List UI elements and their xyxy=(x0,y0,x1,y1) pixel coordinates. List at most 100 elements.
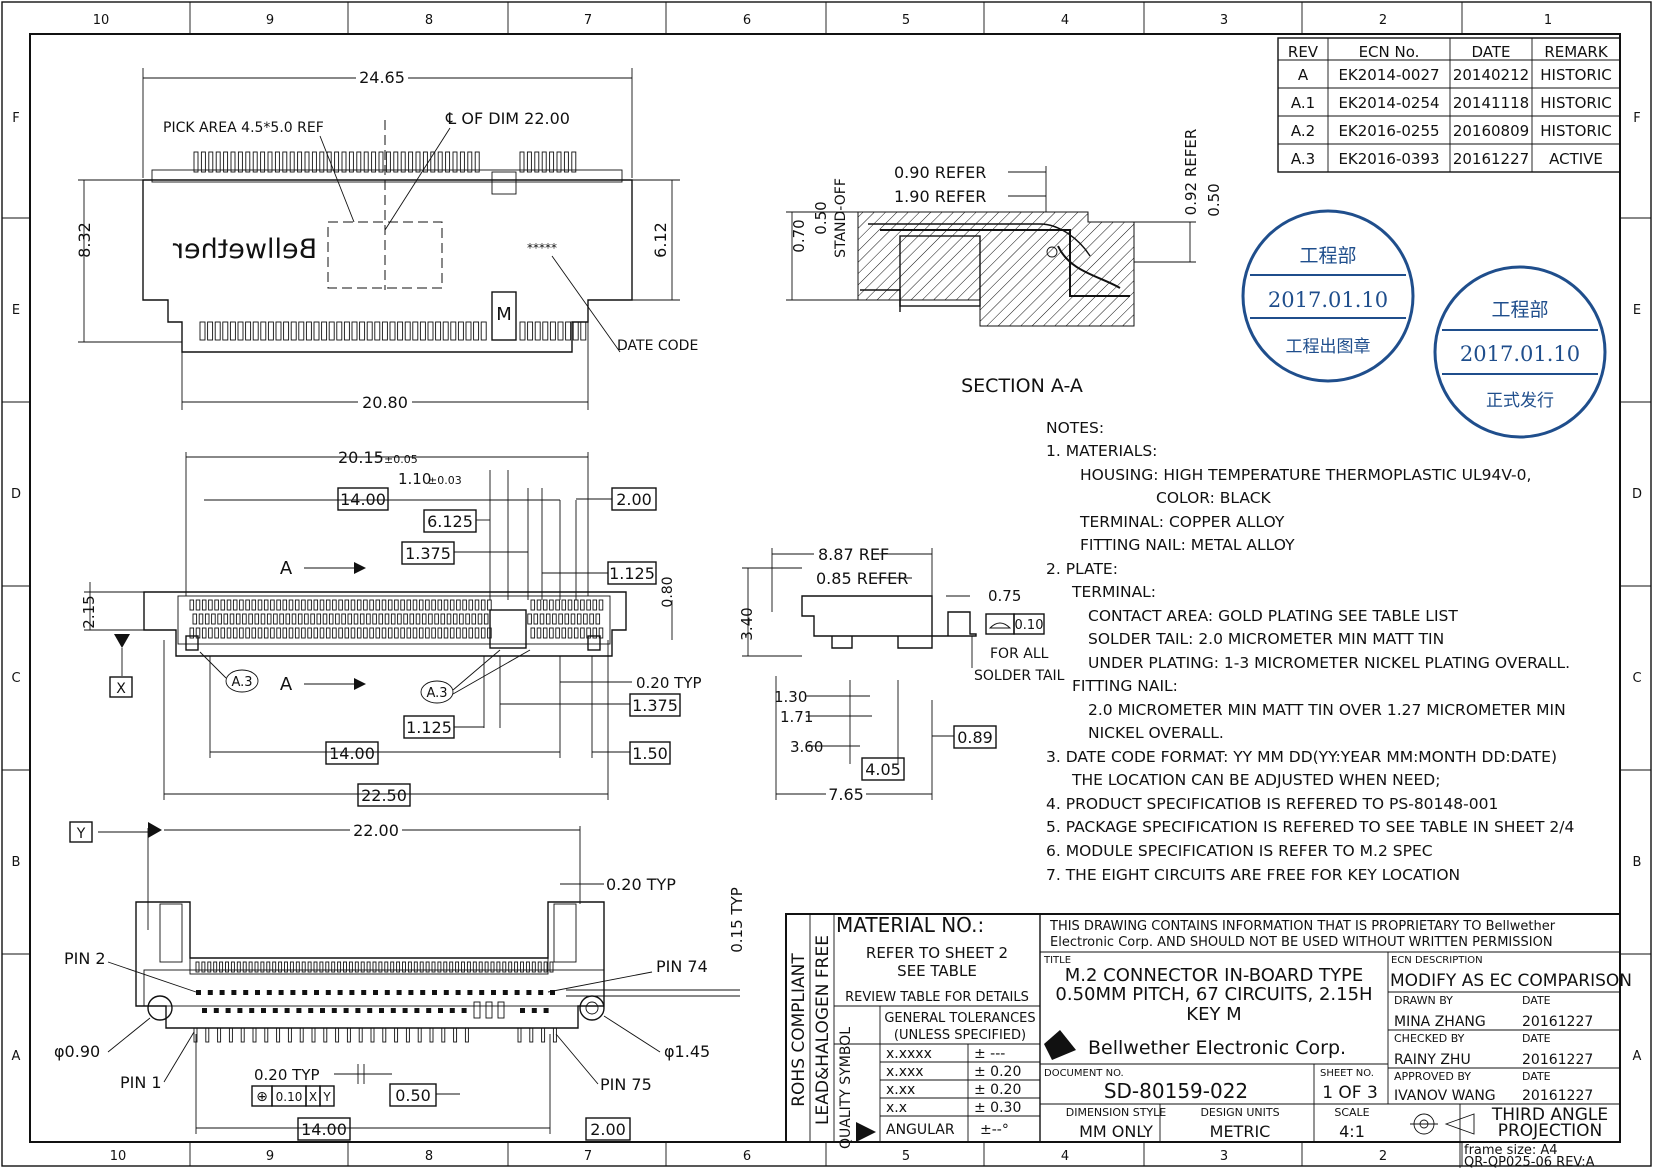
contact-pin xyxy=(378,961,383,973)
contact-pin xyxy=(230,151,236,173)
contact-pin xyxy=(366,321,373,341)
scale-caption: SCALE xyxy=(1334,1106,1369,1119)
contact-pin xyxy=(396,961,401,973)
contact-pin xyxy=(387,627,393,639)
col-label: 2 xyxy=(1379,1149,1387,1164)
notes: NOTES: 1. MATERIALS: HOUSING: HIGH TEMPE… xyxy=(1046,419,1574,884)
contact-pin xyxy=(539,613,545,625)
dim-0-50-b: 0.50 xyxy=(395,1086,431,1105)
pad-dot xyxy=(538,990,544,995)
pad-dot xyxy=(302,990,308,995)
contact-pin xyxy=(474,627,480,639)
col-label: 6 xyxy=(743,13,751,28)
pad-dot xyxy=(337,990,343,995)
dim-6-12: 6.12 xyxy=(651,222,670,258)
contact-pin xyxy=(555,627,560,639)
contact-pin xyxy=(586,599,591,611)
contact-pin xyxy=(465,321,472,341)
contact-pin xyxy=(549,627,554,639)
col-label: 7 xyxy=(584,1149,592,1164)
contact-pin xyxy=(514,961,519,973)
contact-pin xyxy=(542,321,549,341)
contact-pin xyxy=(251,599,257,611)
pad-dot xyxy=(284,1008,290,1013)
pin-2-label: PIN 2 xyxy=(64,949,106,968)
contact-pin xyxy=(260,321,267,341)
contact-pin xyxy=(288,627,294,639)
rev-cell: EK2014-0254 xyxy=(1338,94,1439,112)
dim-1-375b: 1.375 xyxy=(632,696,678,715)
contact-pin xyxy=(409,613,415,625)
dia-1-45: φ1.45 xyxy=(664,1042,710,1061)
contact-pin xyxy=(567,599,573,611)
pad-dot xyxy=(225,1008,231,1013)
contact-pin xyxy=(437,599,443,611)
tol-key: x.xx xyxy=(886,1082,915,1098)
approved-by-caption: APPROVED BY xyxy=(1394,1070,1471,1083)
contact-pin xyxy=(254,613,260,625)
dim-1-30: 1.30 xyxy=(774,688,807,706)
contact-pin xyxy=(461,961,465,973)
contact-pin xyxy=(326,151,332,173)
contact-pin xyxy=(215,151,221,173)
document-no-caption: DOCUMENT NO. xyxy=(1044,1068,1124,1079)
contact-pin xyxy=(266,961,271,973)
contact-pin xyxy=(322,613,328,625)
dim-1-71: 1.71 xyxy=(780,708,813,726)
contact-pin xyxy=(353,613,359,625)
contact-pin xyxy=(344,599,350,611)
stamp-date: 2017.01.10 xyxy=(1460,342,1580,366)
contact-pin xyxy=(235,613,241,625)
pad-dot xyxy=(231,990,237,995)
contact-pin xyxy=(598,599,604,611)
ecn-caption: ECN DESCRIPTION xyxy=(1391,955,1483,966)
section-label-a-top: A xyxy=(280,558,293,579)
contact-pin xyxy=(452,613,458,625)
col-label: 10 xyxy=(110,1149,127,1164)
col-label: 3 xyxy=(1220,1149,1228,1164)
contact-pin xyxy=(252,151,258,173)
pad-dot xyxy=(514,990,520,995)
rev-cell: A.3 xyxy=(1291,150,1315,168)
solder-tail-label: SOLDER TAIL xyxy=(974,668,1065,684)
col-label: 5 xyxy=(902,13,910,28)
contact-pin xyxy=(230,961,235,973)
contact-pin xyxy=(526,151,532,173)
row-label: B xyxy=(12,855,21,870)
pad-dot xyxy=(408,990,414,995)
contact-pin xyxy=(543,961,548,973)
contact-pin xyxy=(561,599,567,611)
contact-pin xyxy=(425,961,430,973)
contact-pin xyxy=(371,151,377,173)
col-label: 9 xyxy=(266,1149,274,1164)
pad-dot xyxy=(255,990,260,995)
dim-1-375a: 1.375 xyxy=(405,544,451,563)
contact-pin xyxy=(217,613,222,625)
contact-pin xyxy=(421,613,427,625)
stamp-dept: 工程部 xyxy=(1491,299,1548,321)
tol-value: ± 0.20 xyxy=(974,1082,1021,1098)
contact-pin xyxy=(193,151,199,173)
note-line: 5. PACKAGE SPECIFICATION IS REFERED TO S… xyxy=(1046,818,1574,836)
note-line: TERMINAL: COPPER ALLOY xyxy=(1079,513,1285,531)
contact-pin xyxy=(508,961,513,973)
contact-pin xyxy=(402,961,406,973)
contact-pin xyxy=(263,627,269,639)
note-line: TERMINAL: xyxy=(1071,583,1156,601)
contact-pin xyxy=(260,961,265,973)
solder-tail xyxy=(193,1027,198,1043)
row-label: F xyxy=(12,111,19,126)
contact-pin xyxy=(319,961,324,973)
contact-pin xyxy=(278,961,283,973)
contact-pin xyxy=(478,961,483,973)
pad-dot xyxy=(325,990,331,995)
pad-dot xyxy=(526,990,532,995)
contact-pin xyxy=(440,613,446,625)
solder-tail xyxy=(358,1027,363,1043)
contact-pin xyxy=(313,961,318,973)
drawing-title-2: 0.50MM PITCH, 67 CIRCUITS, 2.15H xyxy=(1055,984,1372,1005)
position-tol: 0.10 xyxy=(276,1090,303,1104)
brand-mark: Bellwether xyxy=(172,234,317,265)
row-label: F xyxy=(1633,111,1640,126)
general-tolerances: GENERAL TOLERANCES xyxy=(884,1011,1035,1026)
